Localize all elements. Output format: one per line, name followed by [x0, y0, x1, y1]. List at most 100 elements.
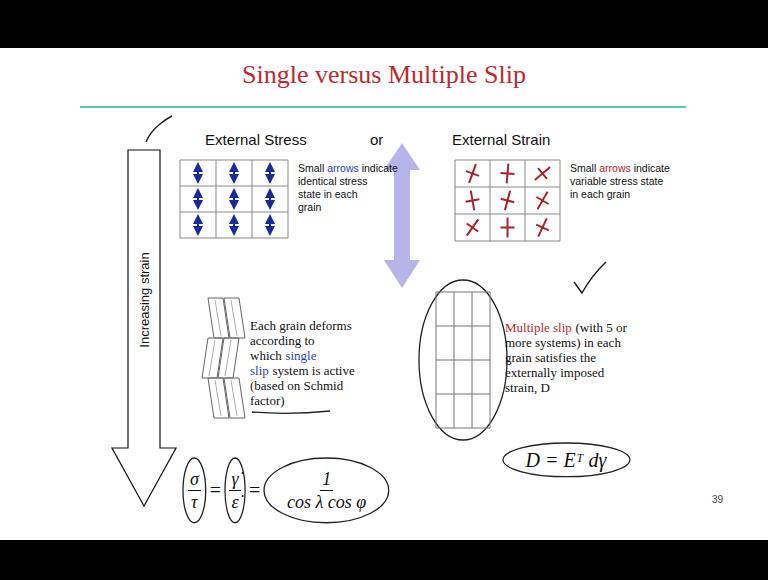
circled-equation: στ — [182, 457, 207, 524]
grid-line — [180, 212, 288, 213]
sheared-grains — [202, 298, 245, 418]
stress-arrow — [269, 216, 271, 234]
equals-sign: = — [249, 479, 260, 502]
slip-line — [225, 340, 231, 376]
stress-arrow — [197, 216, 199, 234]
grid-line — [525, 160, 526, 241]
equation-term: σ — [188, 468, 201, 491]
label-text: 39 — [712, 494, 723, 505]
hand-circle — [264, 458, 389, 523]
grid-line — [252, 160, 253, 238]
label-text: arrows — [599, 162, 631, 174]
slip-line — [215, 380, 221, 416]
stress-cross — [466, 199, 480, 201]
label-text: Multiple slip — [505, 320, 572, 335]
axis-label: Increasing strain — [137, 252, 152, 347]
stress-arrow — [233, 216, 235, 234]
check-mark — [146, 116, 172, 142]
equation-term: D = Eᵀ dγ — [524, 449, 609, 471]
label-text: External Strain — [452, 131, 550, 148]
grid-line — [436, 394, 490, 395]
label-text: External Stress — [205, 131, 307, 148]
grid-line — [436, 360, 490, 361]
grid-line — [180, 160, 288, 161]
top-bar — [0, 0, 768, 48]
slip-line — [209, 340, 215, 376]
bottom-bar — [0, 540, 768, 580]
stress-cross — [467, 223, 478, 231]
hand-circle — [503, 443, 630, 477]
text-block: 39 — [712, 494, 723, 505]
text-block: Each grain deforms according to whichsin… — [250, 318, 368, 408]
stress-arrow — [197, 190, 199, 208]
circled-equation: γ̇ε̇ — [224, 457, 246, 524]
slip-line — [231, 380, 237, 416]
check-mark — [574, 262, 606, 293]
circled-equation: 1cos λ cos φ — [263, 457, 390, 524]
grid-line — [455, 187, 560, 188]
equation-term: cos λ cos φ — [285, 491, 368, 513]
grain-grid — [436, 292, 490, 428]
equation-term: 1 — [320, 468, 333, 491]
grid-line — [560, 160, 561, 241]
slip-line — [215, 300, 221, 336]
label-text: Small — [298, 162, 324, 174]
title-rule — [80, 106, 686, 108]
sheared-grain — [208, 378, 229, 418]
stress-cross — [536, 225, 549, 231]
text-block: Multiple slip(with 5 or more systems) in… — [505, 320, 630, 395]
grid-line — [180, 238, 288, 239]
stress-cross — [535, 167, 550, 180]
grid-line — [455, 241, 560, 242]
stress-cross — [501, 199, 515, 203]
text-block: Smallarrowsindicate variable stress stat… — [570, 162, 665, 201]
stress-cross — [501, 227, 515, 229]
grid-line — [455, 214, 560, 215]
grid-line — [436, 326, 490, 327]
hand-oval — [419, 280, 507, 440]
hand-circle — [183, 458, 206, 523]
circled-equation: D = Eᵀ dγ — [502, 442, 631, 478]
grain-grid — [455, 160, 560, 241]
text-block: External Stress — [205, 131, 307, 148]
stress-cross — [538, 168, 547, 179]
strain-arrow — [112, 150, 176, 506]
label-text: arrows — [327, 162, 359, 174]
slide-title: Single versus Multiple Slip — [242, 60, 526, 90]
equals-sign: = — [210, 479, 221, 502]
grid-line — [490, 160, 491, 241]
stress-arrow — [233, 190, 235, 208]
label-text: Small — [570, 162, 596, 174]
grid-line — [436, 428, 490, 429]
hand-circle — [225, 458, 245, 523]
grid-line — [180, 186, 288, 187]
stress-cross — [466, 171, 479, 176]
stress-cross — [501, 173, 515, 174]
sheared-grain — [202, 338, 223, 378]
grid-line — [455, 160, 456, 241]
label-text: or — [370, 131, 383, 148]
equation-term: τ — [189, 491, 199, 513]
sheared-grain — [208, 298, 229, 338]
equation-term: γ̇ — [229, 468, 240, 491]
text-block: Smallarrowsindicate identical stress sta… — [298, 162, 380, 214]
stress-arrow — [269, 190, 271, 208]
grid-line — [436, 292, 490, 293]
grid-line — [180, 160, 181, 238]
stress-arrow — [197, 164, 199, 182]
grain-grid — [180, 160, 288, 238]
sheared-grain — [218, 338, 239, 378]
grid-line — [455, 160, 560, 161]
hand-underline — [252, 411, 330, 413]
stress-arrow — [233, 164, 235, 182]
grid-line — [216, 160, 217, 238]
equation-term: ε̇ — [229, 491, 240, 513]
text-block: External Strain — [452, 131, 550, 148]
stress-arrow — [269, 164, 271, 182]
sheared-grain — [224, 378, 245, 418]
stress-cross — [536, 197, 548, 204]
grid-line — [288, 160, 289, 238]
sheared-grain — [224, 298, 245, 338]
slip-line — [231, 300, 237, 336]
